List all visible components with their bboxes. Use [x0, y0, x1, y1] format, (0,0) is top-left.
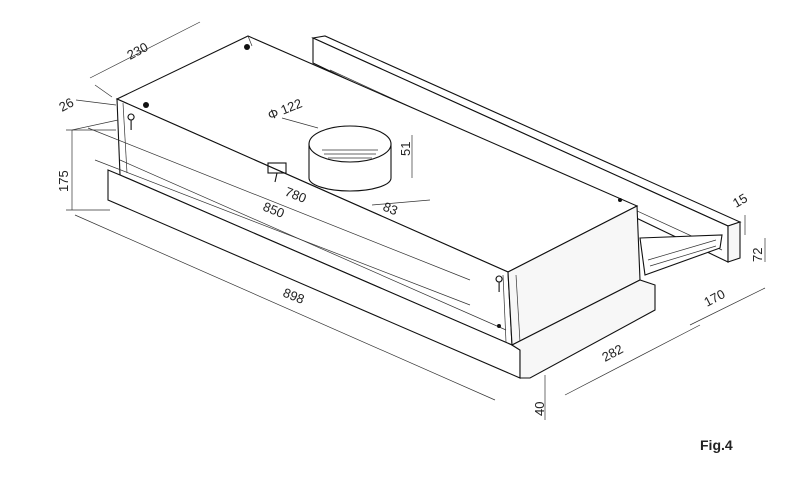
drawer-visor	[107, 169, 723, 379]
dim-230: 230	[124, 39, 150, 62]
dim-282: 282	[599, 341, 625, 364]
figure-label: Fig.4	[700, 437, 733, 453]
dim-26: 26	[56, 95, 76, 115]
dim-51: 51	[398, 142, 413, 156]
dimension-lines	[66, 21, 766, 420]
dim-175: 175	[56, 170, 71, 192]
duct-collar	[308, 125, 392, 192]
dim-72: 72	[750, 248, 765, 262]
dim-170: 170	[701, 286, 727, 309]
dim-83: 83	[381, 199, 400, 218]
dim-15: 15	[730, 190, 750, 210]
dim-40: 40	[532, 402, 547, 416]
dim-898: 898	[281, 285, 307, 307]
